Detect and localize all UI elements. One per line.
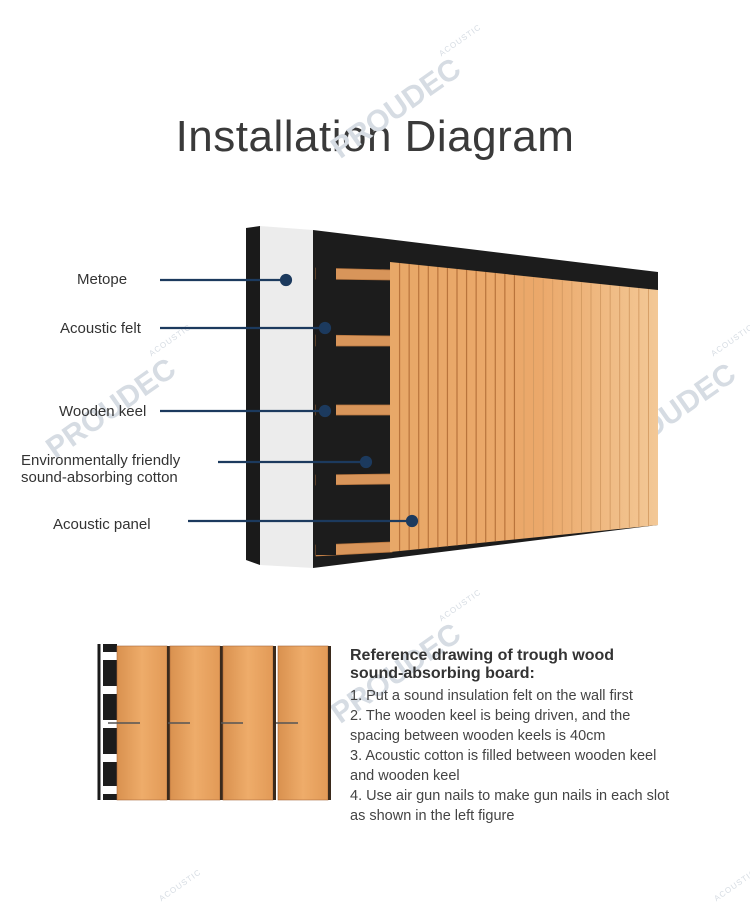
metope-wall [246,226,313,568]
cross-section-slot [273,646,276,800]
reference-heading-line1: Reference drawing of trough wood [350,647,615,664]
reference-heading-line2: sound-absorbing board: [350,665,535,682]
reference-step-line: and wooden keel [350,768,460,784]
label-metope: Metope [77,271,128,288]
reference-steps: 1. Put a sound insulation felt on the wa… [350,686,735,826]
label-cotton-line1: Environmentally friendly [21,452,181,469]
reference-heading: Reference drawing of trough wood sound-a… [350,647,730,683]
label-acoustic-panel: Acoustic panel [53,516,151,533]
label-acoustic-felt: Acoustic felt [60,320,141,337]
cross-section-figure [97,644,331,801]
page-title: Installation Diagram [175,112,575,161]
label-wooden-keel: Wooden keel [59,403,147,420]
reference-step-line: as shown in the left figure [350,808,515,824]
reference-step-line: 1. Put a sound insulation felt on the wa… [350,688,633,704]
cross-section-slot [328,646,331,800]
leader-lines [160,273,419,528]
panel-slat-grooves [398,263,649,552]
keel-posts [316,250,336,555]
reference-step-line: 3. Acoustic cotton is filled between woo… [350,748,657,764]
reference-step-line: 2. The wooden keel is being driven, and … [350,708,631,724]
reference-step-line: 4. Use air gun nails to make gun nails i… [350,788,670,804]
reference-step-line: spacing between wooden keels is 40cm [350,728,606,744]
label-cotton-line2: sound-absorbing cotton [21,469,178,486]
